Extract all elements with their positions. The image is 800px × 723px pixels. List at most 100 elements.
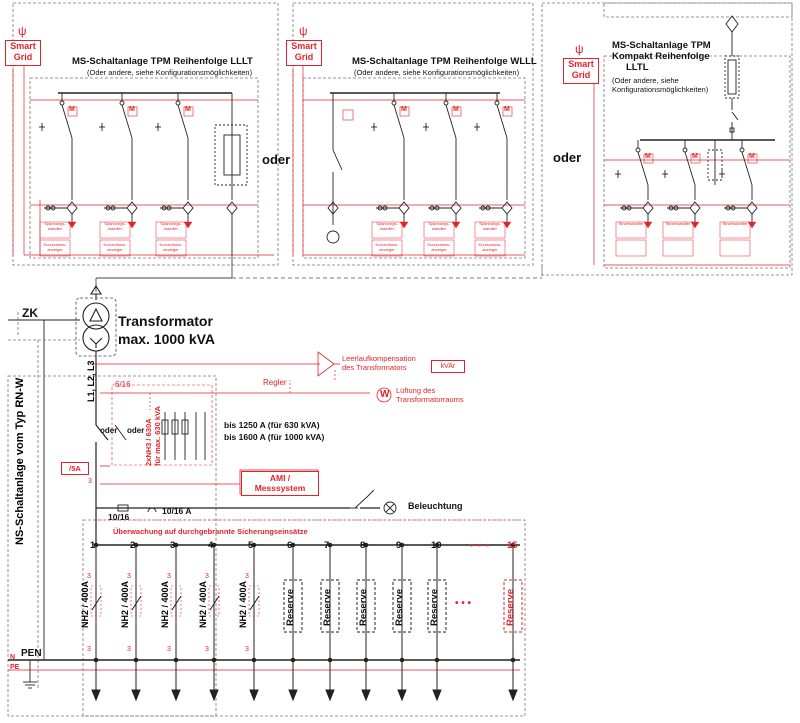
module-label-kurzschluss: Kurzschluss- anzeiger (103, 242, 127, 252)
fan-w-label: W (380, 389, 390, 400)
lueftung-label: Lüftung des Transformatorraums (396, 386, 464, 404)
feeder-number-2: 2 (130, 540, 136, 551)
junction-dot (327, 657, 333, 663)
w-module (342, 109, 354, 121)
reserve-dots: • • • (455, 598, 472, 609)
smart-grid-box-1: Smart Grid (5, 40, 41, 66)
compensation-label: Leerlaufkompensation des Transformators (342, 354, 416, 372)
smart-grid-box-3: Smart Grid (563, 58, 599, 84)
earth-indicator (673, 205, 679, 211)
transformer-rating: max. 1000 kVA (118, 331, 216, 347)
panel2-subtitle: (Oder andere, siehe Konfigurationsmöglic… (354, 68, 520, 77)
module-box (662, 239, 694, 257)
cable-end (326, 230, 340, 244)
earth-indicator (382, 205, 388, 211)
feeder-number-6: 6 (287, 540, 293, 551)
outgoing-arrow (249, 689, 259, 702)
transformer-symbol (75, 284, 117, 364)
outgoing-arrow (171, 689, 181, 702)
module-box (615, 221, 647, 239)
feeder-number-5: 5 (248, 540, 254, 551)
three-top-2: 3 (127, 573, 131, 580)
module-label-kurzschluss: Kurzschluss- anzeiger (375, 242, 399, 252)
outgoing-arrow (361, 689, 371, 702)
beleuchtung-label: Beleuchtung (408, 501, 463, 511)
outgoing-arrow (91, 689, 101, 702)
module-box (423, 221, 455, 239)
mv-switch-dot (443, 100, 449, 106)
outgoing-arrow (432, 689, 442, 702)
cable-terminal (689, 201, 701, 215)
mv-switch-blade (177, 104, 189, 139)
lv-feeder-7 (320, 542, 340, 702)
cable-terminal (642, 201, 654, 215)
three-bottom-4: 3 (205, 646, 209, 653)
smart-grid-label-1: Smart Grid (10, 41, 36, 62)
earth-indicator (45, 205, 51, 211)
module-label-strom: Stromwandler (665, 221, 691, 226)
fuse-frame (130, 585, 142, 617)
fuse-616-label: 6/16 (115, 380, 131, 389)
reserve-label-9: Reserve (394, 589, 405, 626)
mv-switch-dot (119, 100, 125, 106)
module-box (615, 239, 647, 257)
ami-box: AMI / Messsystem (241, 471, 319, 496)
motor-label: M (645, 153, 651, 160)
module-label-strom: Stromwandler (618, 221, 644, 226)
outgoing-arrow (209, 689, 219, 702)
earth-indicator (626, 205, 632, 211)
lv-feeders (90, 542, 523, 702)
module-box (474, 221, 506, 239)
outgoing-arrow (325, 689, 335, 702)
motor-label: M (453, 106, 459, 113)
module-box (371, 239, 403, 257)
module-label-spannung: Spannungs- wandler (376, 221, 398, 231)
outgoing-arrow (508, 689, 518, 702)
module-label-kurzschluss: Kurzschluss- anzeiger (427, 242, 451, 252)
fuse-switch (249, 595, 260, 611)
mv-switch-dot (175, 100, 181, 106)
transformer-title: Transformator (118, 313, 213, 329)
module-label-kurzschluss: Kurzschluss- anzeiger (478, 242, 502, 252)
earth-indicator (110, 205, 116, 211)
red-arrow (399, 221, 409, 229)
lv-feeder-1 (90, 542, 102, 702)
module-box (371, 221, 403, 239)
cable-terminal (66, 201, 78, 215)
fuse-frame (214, 124, 248, 186)
smart-grid-label-2: Smart Grid (291, 41, 317, 62)
fuse-switch (91, 595, 102, 611)
three-top-3: 3 (167, 573, 171, 580)
module-box (474, 239, 506, 257)
smart-grid-box-2: Smart Grid (286, 40, 322, 66)
mv-switch-dot (682, 147, 688, 153)
earth-indicator (485, 205, 491, 211)
outgoing-arrow (288, 689, 298, 702)
module-box (719, 239, 751, 257)
fuse-frame (248, 585, 260, 617)
mv-switch-dot (635, 147, 641, 153)
earth-indicator (50, 205, 56, 211)
fuse-frame (208, 585, 220, 617)
module-box (662, 221, 694, 239)
regler-dashed (149, 368, 336, 410)
regler-label: Regler (263, 378, 287, 387)
lv-feeder-2 (130, 542, 142, 702)
mv-switch-blade (61, 104, 73, 139)
fuse-1016-b: 10/16 A (162, 506, 192, 516)
fuse-switch (171, 595, 182, 611)
reserve-label-6: Reserve (285, 589, 296, 626)
junction-dot (510, 657, 516, 663)
fuse-1016-a: 10/16 (108, 512, 130, 522)
lv-feeder-9 (392, 542, 412, 702)
feeder-number-11: • • • (470, 540, 491, 551)
lighting-fuses (117, 504, 157, 513)
ami-label: AMI / Messsystem (254, 473, 306, 493)
nh2-label-3: NH2 / 400A (160, 580, 170, 628)
panel2-title: MS-Schaltanlage TPM Reihenfolge WLLL (352, 56, 537, 67)
panel3-feeders (615, 140, 758, 257)
earth-indicator (161, 205, 167, 211)
junction-dot (399, 657, 405, 663)
cable-terminal (398, 201, 410, 215)
